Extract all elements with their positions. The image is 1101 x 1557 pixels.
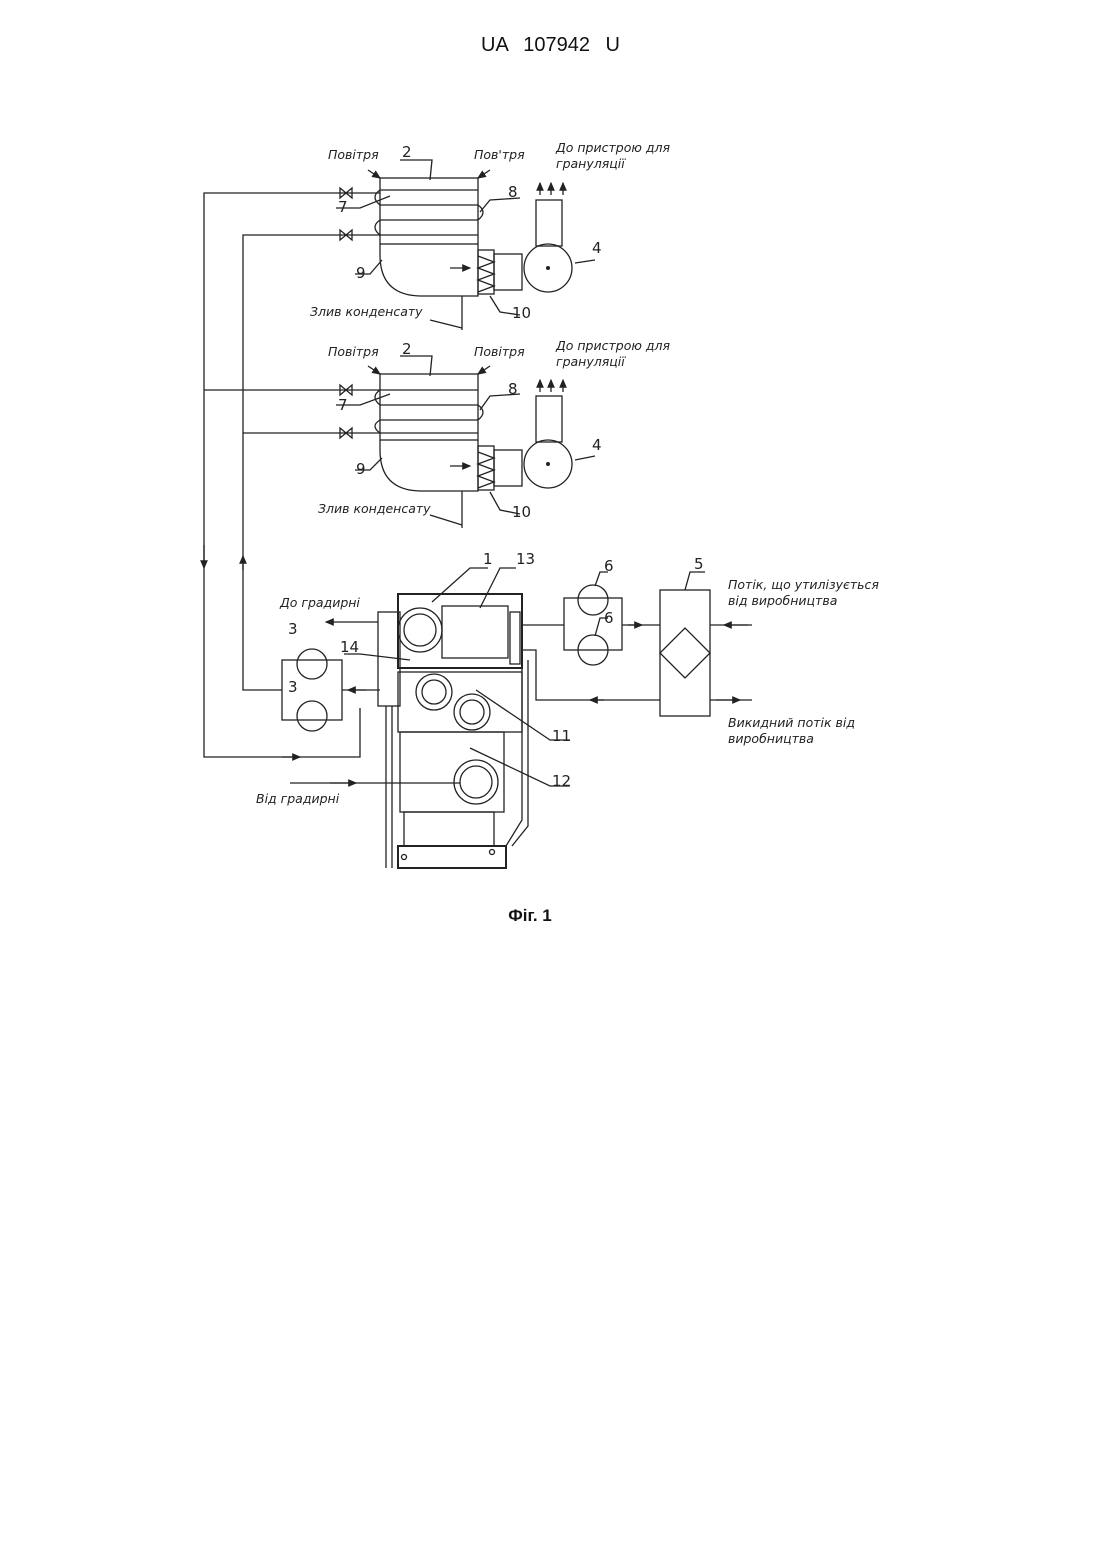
heat-exchanger-5	[522, 590, 752, 716]
label-air-left-1: Повітря	[328, 147, 379, 162]
label-to-granulation-2a: До пристрою для	[555, 338, 670, 353]
ref-number-3-upper: 3	[288, 620, 298, 638]
ref-number-10-upper: 10	[512, 304, 531, 322]
label-utilized-flow-b: від виробництва	[728, 593, 837, 608]
ref-number-14: 14	[340, 638, 359, 656]
label-to-granulation-1a: До пристрою для	[555, 140, 670, 155]
cooling-water-piping	[204, 188, 380, 757]
label-air-left-2: Повітря	[328, 344, 379, 359]
ref-number-11: 11	[552, 727, 571, 745]
ref-number-9-upper: 9	[356, 264, 366, 282]
label-to-granulation-2b: грануляції	[556, 354, 626, 369]
label-to-granulation-1b: грануляції	[556, 156, 626, 171]
ref-number-5: 5	[694, 555, 704, 573]
ref-number-6-upper: 6	[604, 557, 614, 575]
ref-number-7-upper: 7	[338, 198, 348, 216]
label-air-right-1: Пов'тря	[474, 147, 525, 162]
ref-number-1: 1	[483, 550, 493, 568]
ref-number-2-upper: 2	[402, 143, 412, 161]
figure-caption: Фіг. 1	[0, 906, 1060, 926]
ref-number-10-lower: 10	[512, 503, 531, 521]
label-exhaust-flow-a: Викидний потік від	[728, 715, 855, 730]
ref-number-4-lower: 4	[592, 436, 602, 454]
label-exhaust-flow-b: виробництва	[728, 731, 814, 746]
ref-number-9-lower: 9	[356, 460, 366, 478]
label-condensate-drain-1: Злив конденсату	[310, 304, 423, 319]
label-air-right-2: Повітря	[474, 344, 525, 359]
ref-number-2-lower: 2	[402, 340, 412, 358]
ref-number-8-lower: 8	[508, 380, 518, 398]
chiller-unit	[378, 594, 528, 868]
ref-number-4-upper: 4	[592, 239, 602, 257]
label-condensate-drain-2: Злив конденсату	[318, 501, 431, 516]
ref-number-8-upper: 8	[508, 183, 518, 201]
ref-number-3-lower: 3	[288, 678, 298, 696]
ref-number-13: 13	[516, 550, 535, 568]
ref-number-7-lower: 7	[338, 396, 348, 414]
ref-number-6-lower: 6	[604, 609, 614, 627]
label-utilized-flow-a: Потік, що утилізується	[728, 577, 879, 592]
ref-number-12: 12	[552, 772, 571, 790]
pumps-6	[522, 585, 660, 665]
label-from-cooling-tower: Від градирні	[256, 791, 340, 806]
label-to-cooling-tower: До градирні	[279, 595, 360, 610]
